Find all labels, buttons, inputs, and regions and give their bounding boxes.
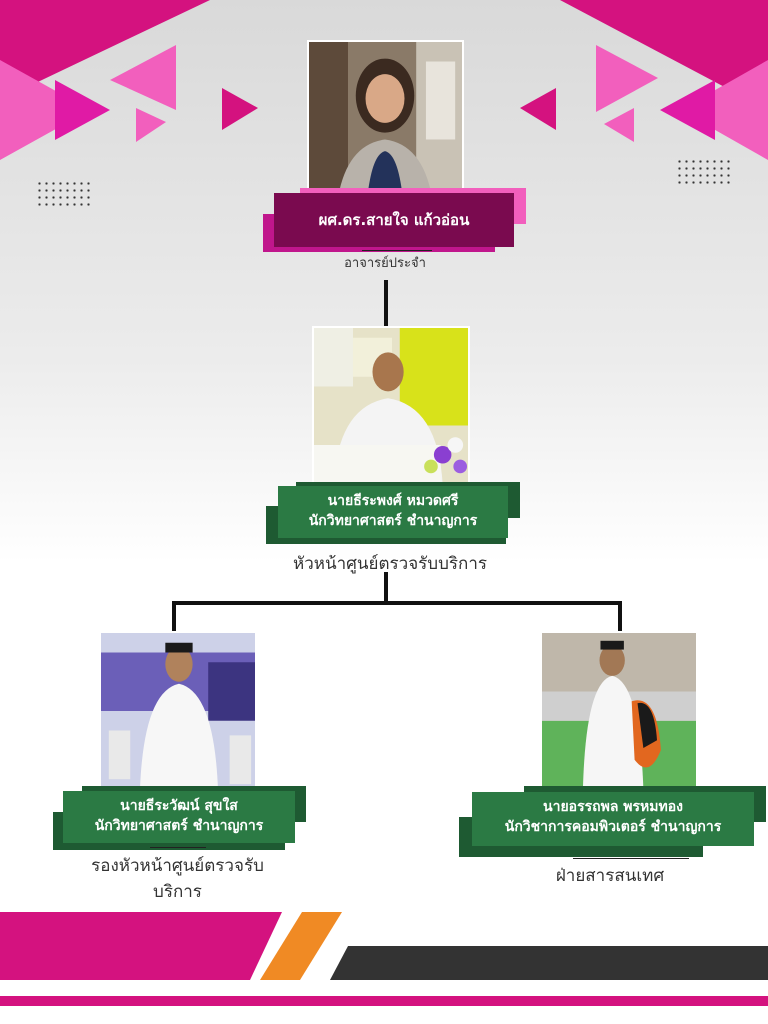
person-title-right: นักวิชาการคอมพิวเตอร์ ชำนาญการ xyxy=(504,819,722,835)
name-plate-left: นายธีระวัฒน์ สุขใส นักวิทยาศาสตร์ ชำนาญก… xyxy=(63,791,295,843)
person-name-left: นายธีระวัฒน์ สุขใส xyxy=(120,798,238,814)
name-plate-right: นายอรรถพล พรหมทอง นักวิชาการคอมพิวเตอร์ … xyxy=(472,792,754,846)
top-decoration xyxy=(0,0,768,200)
dot-grid-left xyxy=(36,180,92,210)
connector-left-drop xyxy=(172,601,176,631)
person-name-top: ผศ.ดร.สายใจ แก้วอ่อน xyxy=(318,211,470,229)
person-title-middle: นักวิทยาศาสตร์ ชำนาญการ xyxy=(308,513,478,529)
connector-top-middle xyxy=(384,280,388,326)
person-role-left: รองหัวหน้าศูนย์ตรวจรับบริการ xyxy=(91,856,264,902)
person-role-middle: หัวหน้าศูนย์ตรวจรับบริการ xyxy=(293,554,487,574)
name-plate-top: ผศ.ดร.สายใจ แก้วอ่อน xyxy=(274,193,514,247)
person-name-right: นายอรรถพล พรหมทอง xyxy=(543,799,683,815)
connector-horizontal xyxy=(172,601,622,605)
portrait-photo-right xyxy=(540,631,698,791)
portrait-photo-left xyxy=(99,631,257,791)
person-name-middle: นายธีระพงศ์ หมวดศรี xyxy=(327,493,459,509)
connector-middle-down xyxy=(384,572,388,604)
role-underline-top xyxy=(362,250,432,251)
portrait-photo-middle xyxy=(312,326,470,486)
dot-grid-right xyxy=(676,158,732,188)
bottom-decoration xyxy=(0,912,768,1024)
person-role-right: ฝ่ายสารสนเทศ xyxy=(555,866,665,886)
portrait-photo-top xyxy=(307,40,464,198)
role-underline-right xyxy=(573,858,689,859)
connector-right-drop xyxy=(618,601,622,631)
name-plate-middle: นายธีระพงศ์ หมวดศรี นักวิทยาศาสตร์ ชำนาญ… xyxy=(278,486,508,538)
person-role-top: อาจารย์ประจำ xyxy=(344,256,426,271)
person-title-left: นักวิทยาศาสตร์ ชำนาญการ xyxy=(94,818,264,834)
role-underline-left xyxy=(150,847,206,848)
